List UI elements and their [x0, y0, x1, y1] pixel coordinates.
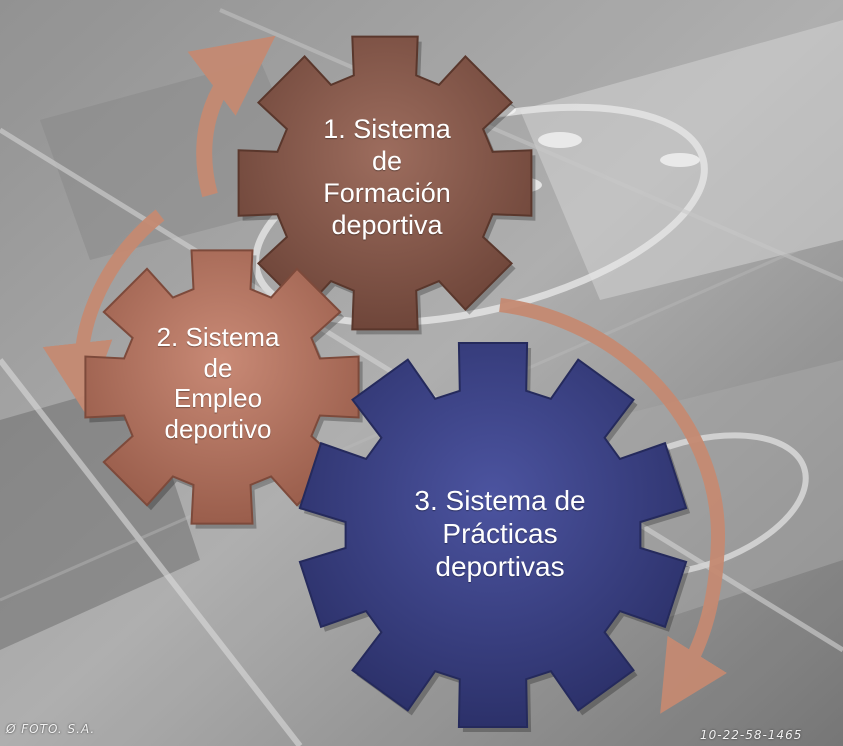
gear1-body [237, 35, 533, 331]
gear-empleo [84, 249, 363, 529]
arrow-left-down [42, 209, 165, 413]
gear2-body [84, 249, 360, 525]
gear-3-label: 3. Sistema de Prácticas deportivas [414, 485, 586, 583]
gear3-body [298, 342, 688, 728]
arrow-right-down [499, 298, 727, 714]
cycle-arrows [42, 35, 727, 714]
arrow-up [187, 35, 276, 198]
gear-practicas [298, 342, 691, 732]
gear-formacion [237, 35, 536, 335]
photo-caption-right: 10-22-58-1465 [700, 728, 803, 742]
gear-1-label: 1. Sistema de Formación deportiva [323, 114, 451, 240]
photo-caption-left: Ø FOTO. S.A. [6, 722, 96, 736]
gear-2-label: 2. Sistema de Empleo deportivo [156, 322, 280, 445]
